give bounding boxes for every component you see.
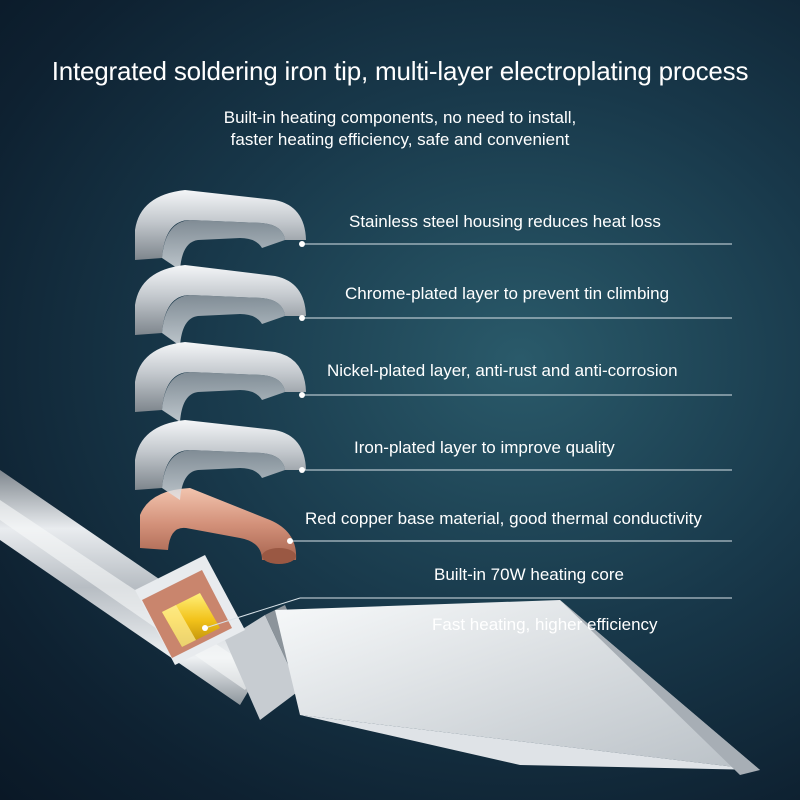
- label-fast-heating: Fast heating, higher efficiency: [432, 615, 658, 634]
- callout-lines: [202, 241, 732, 631]
- label-nickel-plated: Nickel-plated layer, anti-rust and anti-…: [327, 361, 678, 380]
- cutaway-section: [135, 555, 245, 665]
- copper-layer-shell: [140, 488, 297, 564]
- silver-layer-shells: [135, 190, 306, 500]
- label-heating-core: Built-in 70W heating core: [434, 565, 624, 584]
- label-iron-plated: Iron-plated layer to improve quality: [354, 438, 615, 457]
- subtitle-line-1: Built-in heating components, no need to …: [223, 108, 577, 127]
- label-chrome-plated: Chrome-plated layer to prevent tin climb…: [345, 284, 670, 303]
- page-title: Integrated soldering iron tip, multi-lay…: [51, 56, 749, 86]
- subtitle-line-2: faster heating efficiency, safe and conv…: [230, 130, 570, 149]
- label-stainless-steel: Stainless steel housing reduces heat los…: [349, 212, 661, 231]
- label-red-copper: Red copper base material, good thermal c…: [305, 509, 702, 528]
